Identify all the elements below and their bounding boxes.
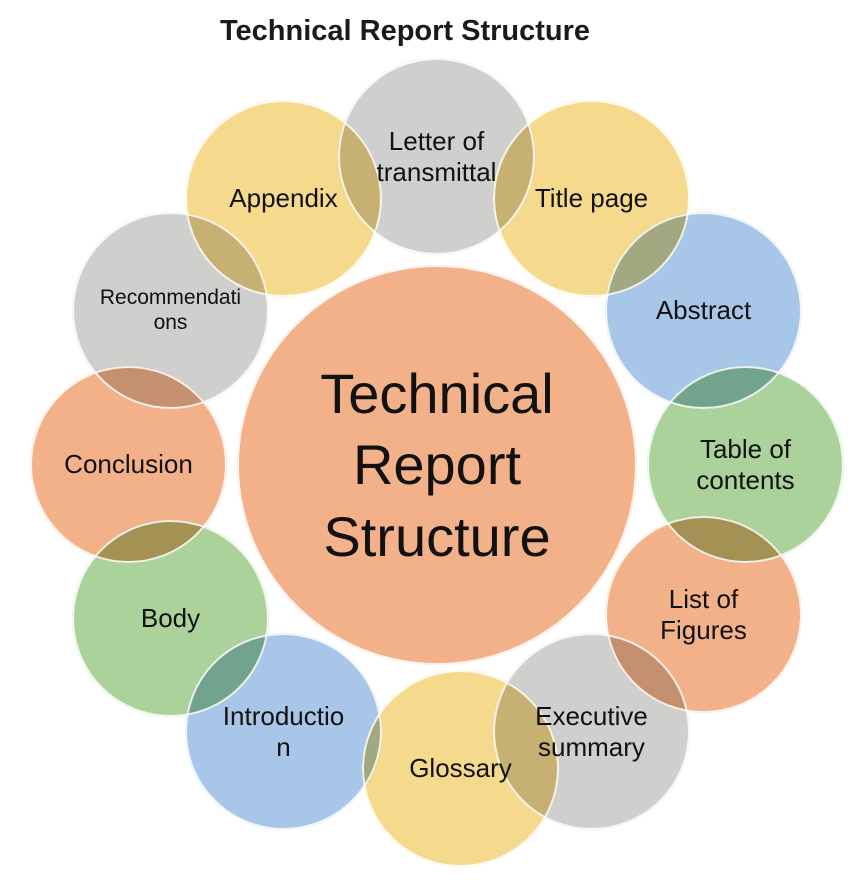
label-recommendations: Recommendati ons <box>99 285 242 334</box>
label-title-page: Title page <box>534 183 649 214</box>
recommendations-outline <box>72 212 269 409</box>
appendix-outline <box>185 100 382 297</box>
label-executive-summary: Executive summary <box>535 700 648 762</box>
label-conclusion: Conclusion <box>64 449 193 480</box>
center-circle-outline <box>237 265 637 665</box>
list-of-figures-outline <box>605 516 802 713</box>
center-label: Technical Report Structure <box>320 362 554 568</box>
label-abstract: Abstract <box>655 295 752 326</box>
label-table-of-contents: Table of contents <box>696 433 795 495</box>
diagram-title: Technical Report Structure <box>219 15 591 47</box>
label-letter-of-transmittal: Letter of transmittal <box>376 125 497 187</box>
label-appendix: Appendix <box>229 183 338 214</box>
label-list-of-figures: List of Figures <box>660 583 747 645</box>
label-glossary: Glossary <box>409 753 512 784</box>
label-body: Body <box>140 603 201 634</box>
title-page-outline <box>493 100 690 297</box>
label-introduction: Introductio n <box>222 700 345 762</box>
introduction-outline <box>185 633 382 830</box>
